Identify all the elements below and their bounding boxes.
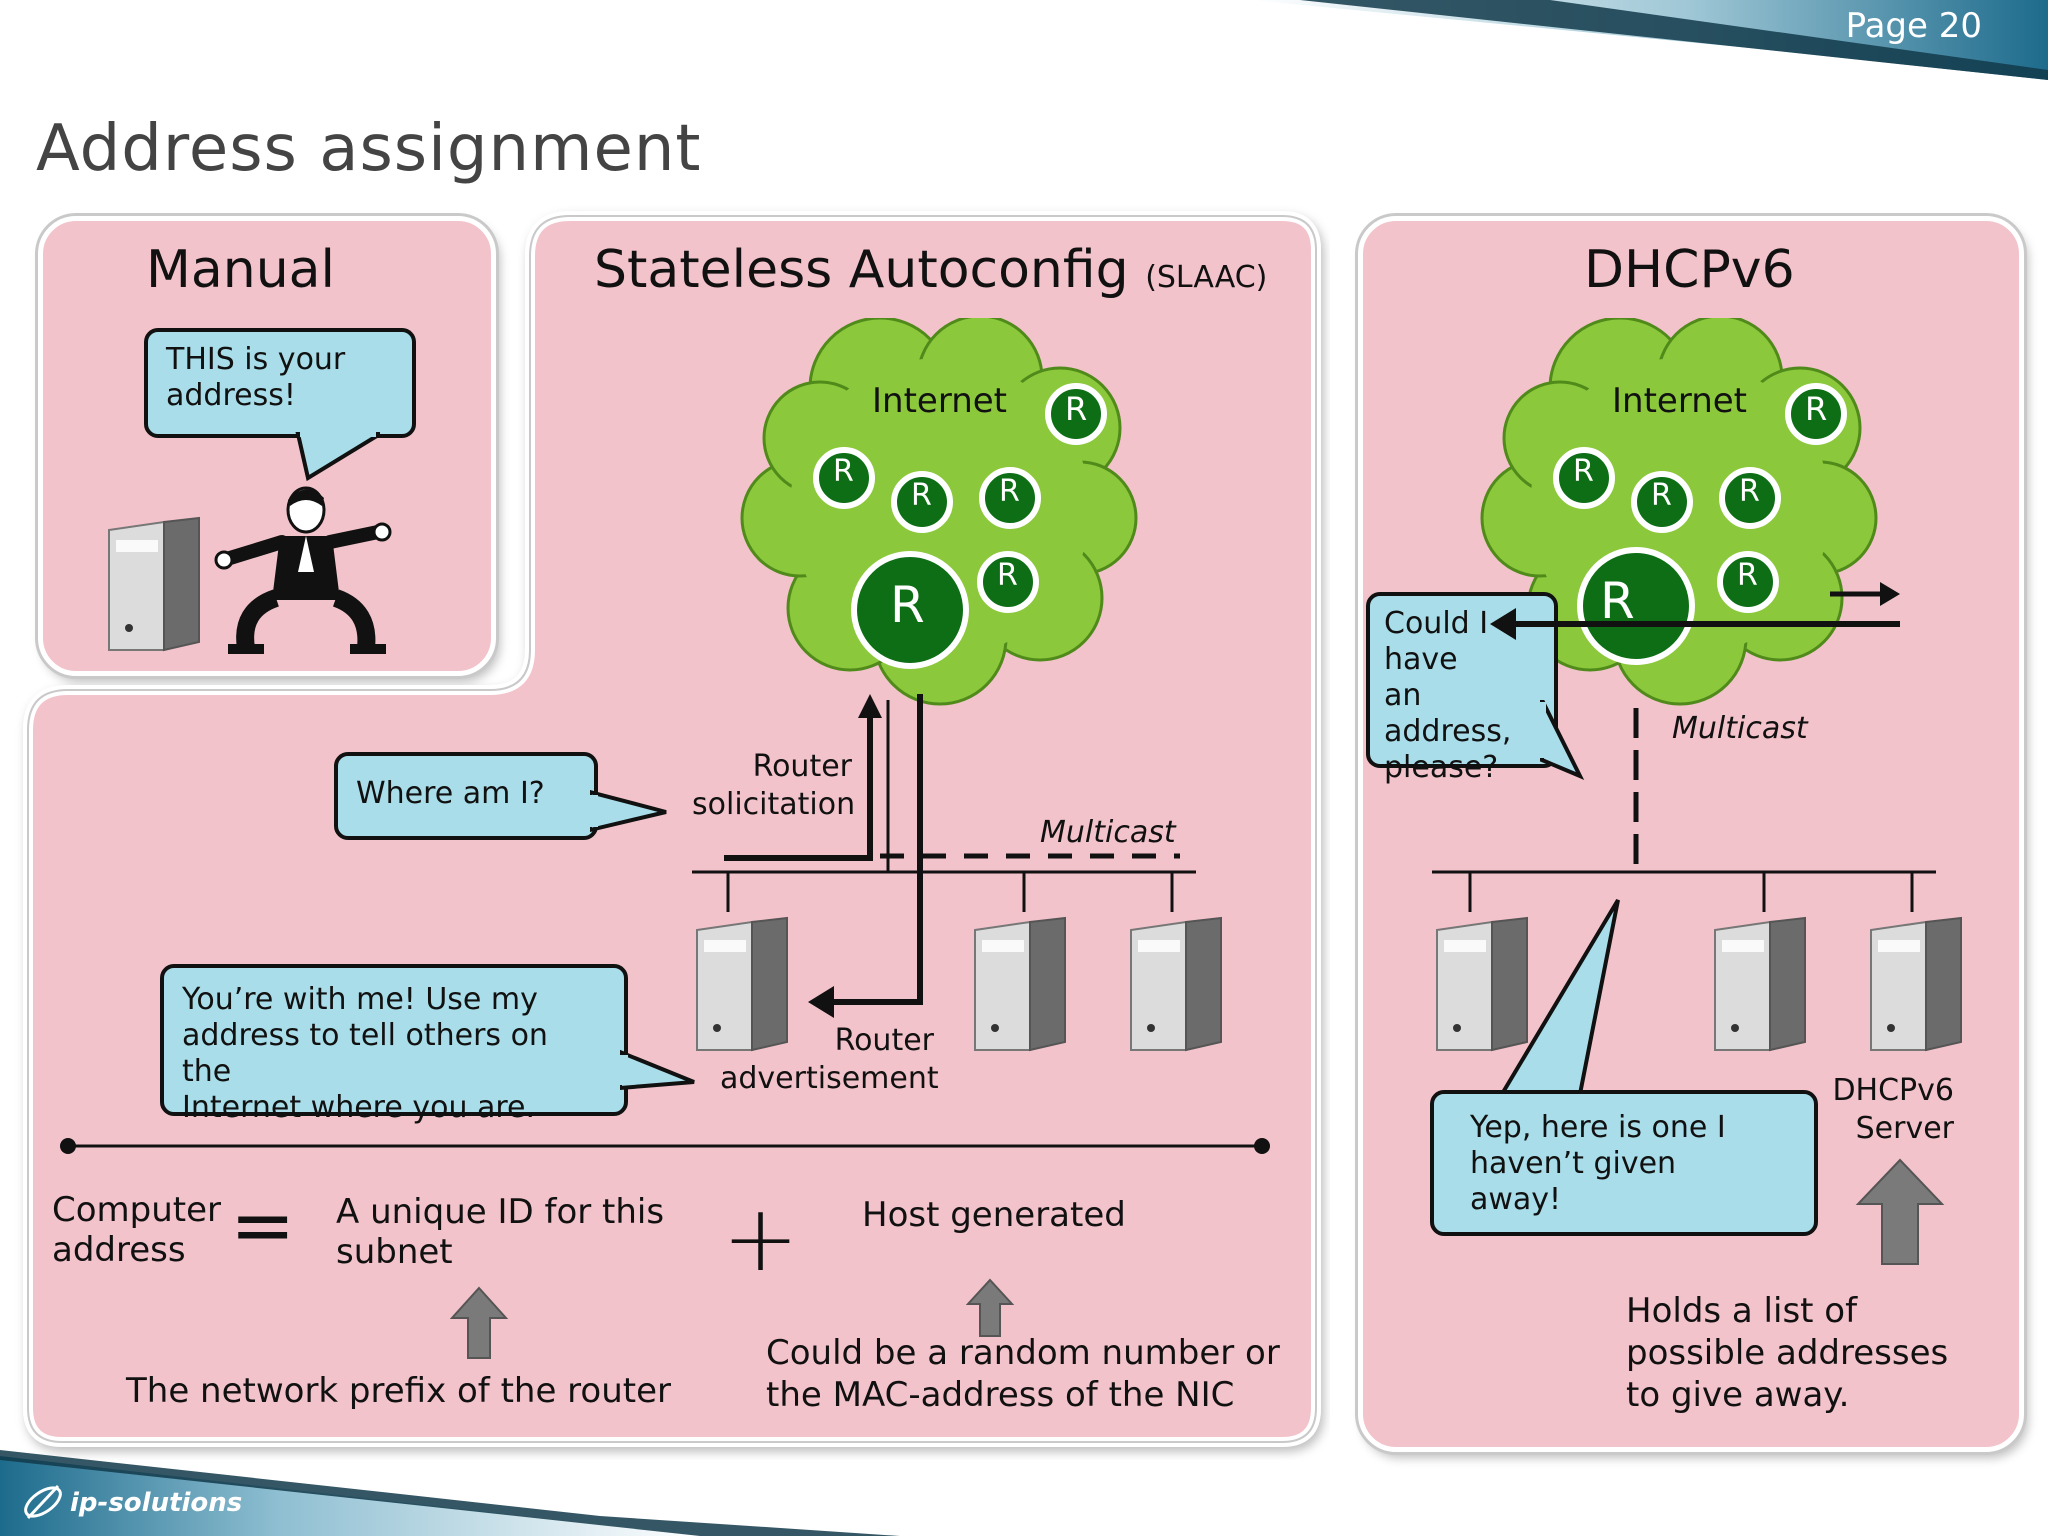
router-icon [1553,383,1847,665]
slaac-title-text: Stateless Autoconfig [594,240,1129,300]
request-bubble-tail [1540,700,1585,780]
slaac-multicast-label: Multicast [1040,815,1176,850]
slaac-cloud-label: Internet [872,381,1008,421]
router-letter: R [997,558,1018,593]
router-letter: R [1573,454,1594,489]
page-title: Address assignment [36,112,702,186]
manual-bubble-tail [295,430,380,482]
router-advertisement-label: Router advertisement [720,1023,939,1096]
network-prefix-note: The network prefix of the router [126,1371,671,1411]
dhcp-multicast-label: Multicast [1672,711,1808,746]
host-generated-label: Host generated [862,1195,1126,1235]
router-letter: R [1737,558,1758,593]
router-letter: R [1739,474,1760,509]
computer-address-label: Computer address [52,1190,222,1270]
dhcp-cloud-label: Internet [1612,381,1748,421]
router-letter: R [1651,478,1672,513]
equals-sign: = [230,1181,296,1271]
router-letter: R [1600,572,1635,630]
up-arrow-icon [449,1286,509,1359]
router-letter: R [1065,390,1088,428]
server-icon [1436,916,1528,1052]
router-icon [813,383,1107,669]
slaac-title: Stateless Autoconfig (SLAAC) [594,240,1267,300]
dhcp-reply-bubble-tail [1498,898,1620,1096]
router-letters: R R R R R R [740,318,1140,708]
logo-text: ip-solutions [70,1488,243,1518]
dhcp-server-label: DHCPv6 Server [1832,1073,1954,1146]
server-icon [108,516,200,652]
page-number: Page 20 [1845,6,1982,46]
router-solicitation-label: Router solicitation [692,749,856,822]
server-icon [974,916,1066,1052]
server-icon [696,916,788,1052]
slaac-title-suffix: (SLAAC) [1145,260,1268,295]
up-arrow-icon [965,1278,1015,1337]
manual-title: Manual [146,240,335,300]
up-arrow-icon [1855,1158,1945,1265]
server-icon [1714,916,1806,1052]
server-icon [1130,916,1222,1052]
logo-icon [24,1484,62,1520]
router-letter: R [1805,390,1828,428]
header-band [1250,0,2048,80]
host-generated-note: Could be a random number or the MAC-addr… [766,1333,1280,1415]
dhcp-reply-bubble: Yep, here is one I haven’t given away! [1430,1090,1818,1236]
reply-bubble-tail [620,1049,695,1091]
router-letter: R [911,478,932,513]
footer-band [0,1450,900,1536]
router-letters: R R R R R R [1480,318,1880,708]
manual-speech-bubble: THIS is your address! [144,328,416,438]
plus-sign: + [722,1185,800,1292]
router-letter: R [999,474,1020,509]
dhcp-title: DHCPv6 [1584,240,1795,300]
slaac-reply-bubble: You’re with me! Use my address to tell o… [160,964,628,1125]
person-icon [214,486,392,654]
router-letter: R [890,576,925,634]
dhcp-server-note: Holds a list of possible addresses to gi… [1626,1291,1949,1415]
router-letter: R [833,454,854,489]
server-icon [1870,916,1962,1052]
where-bubble-tail [590,789,667,833]
unique-id-label: A unique ID for this subnet [336,1192,665,1272]
slaac-where-bubble: Where am I? [334,752,598,840]
